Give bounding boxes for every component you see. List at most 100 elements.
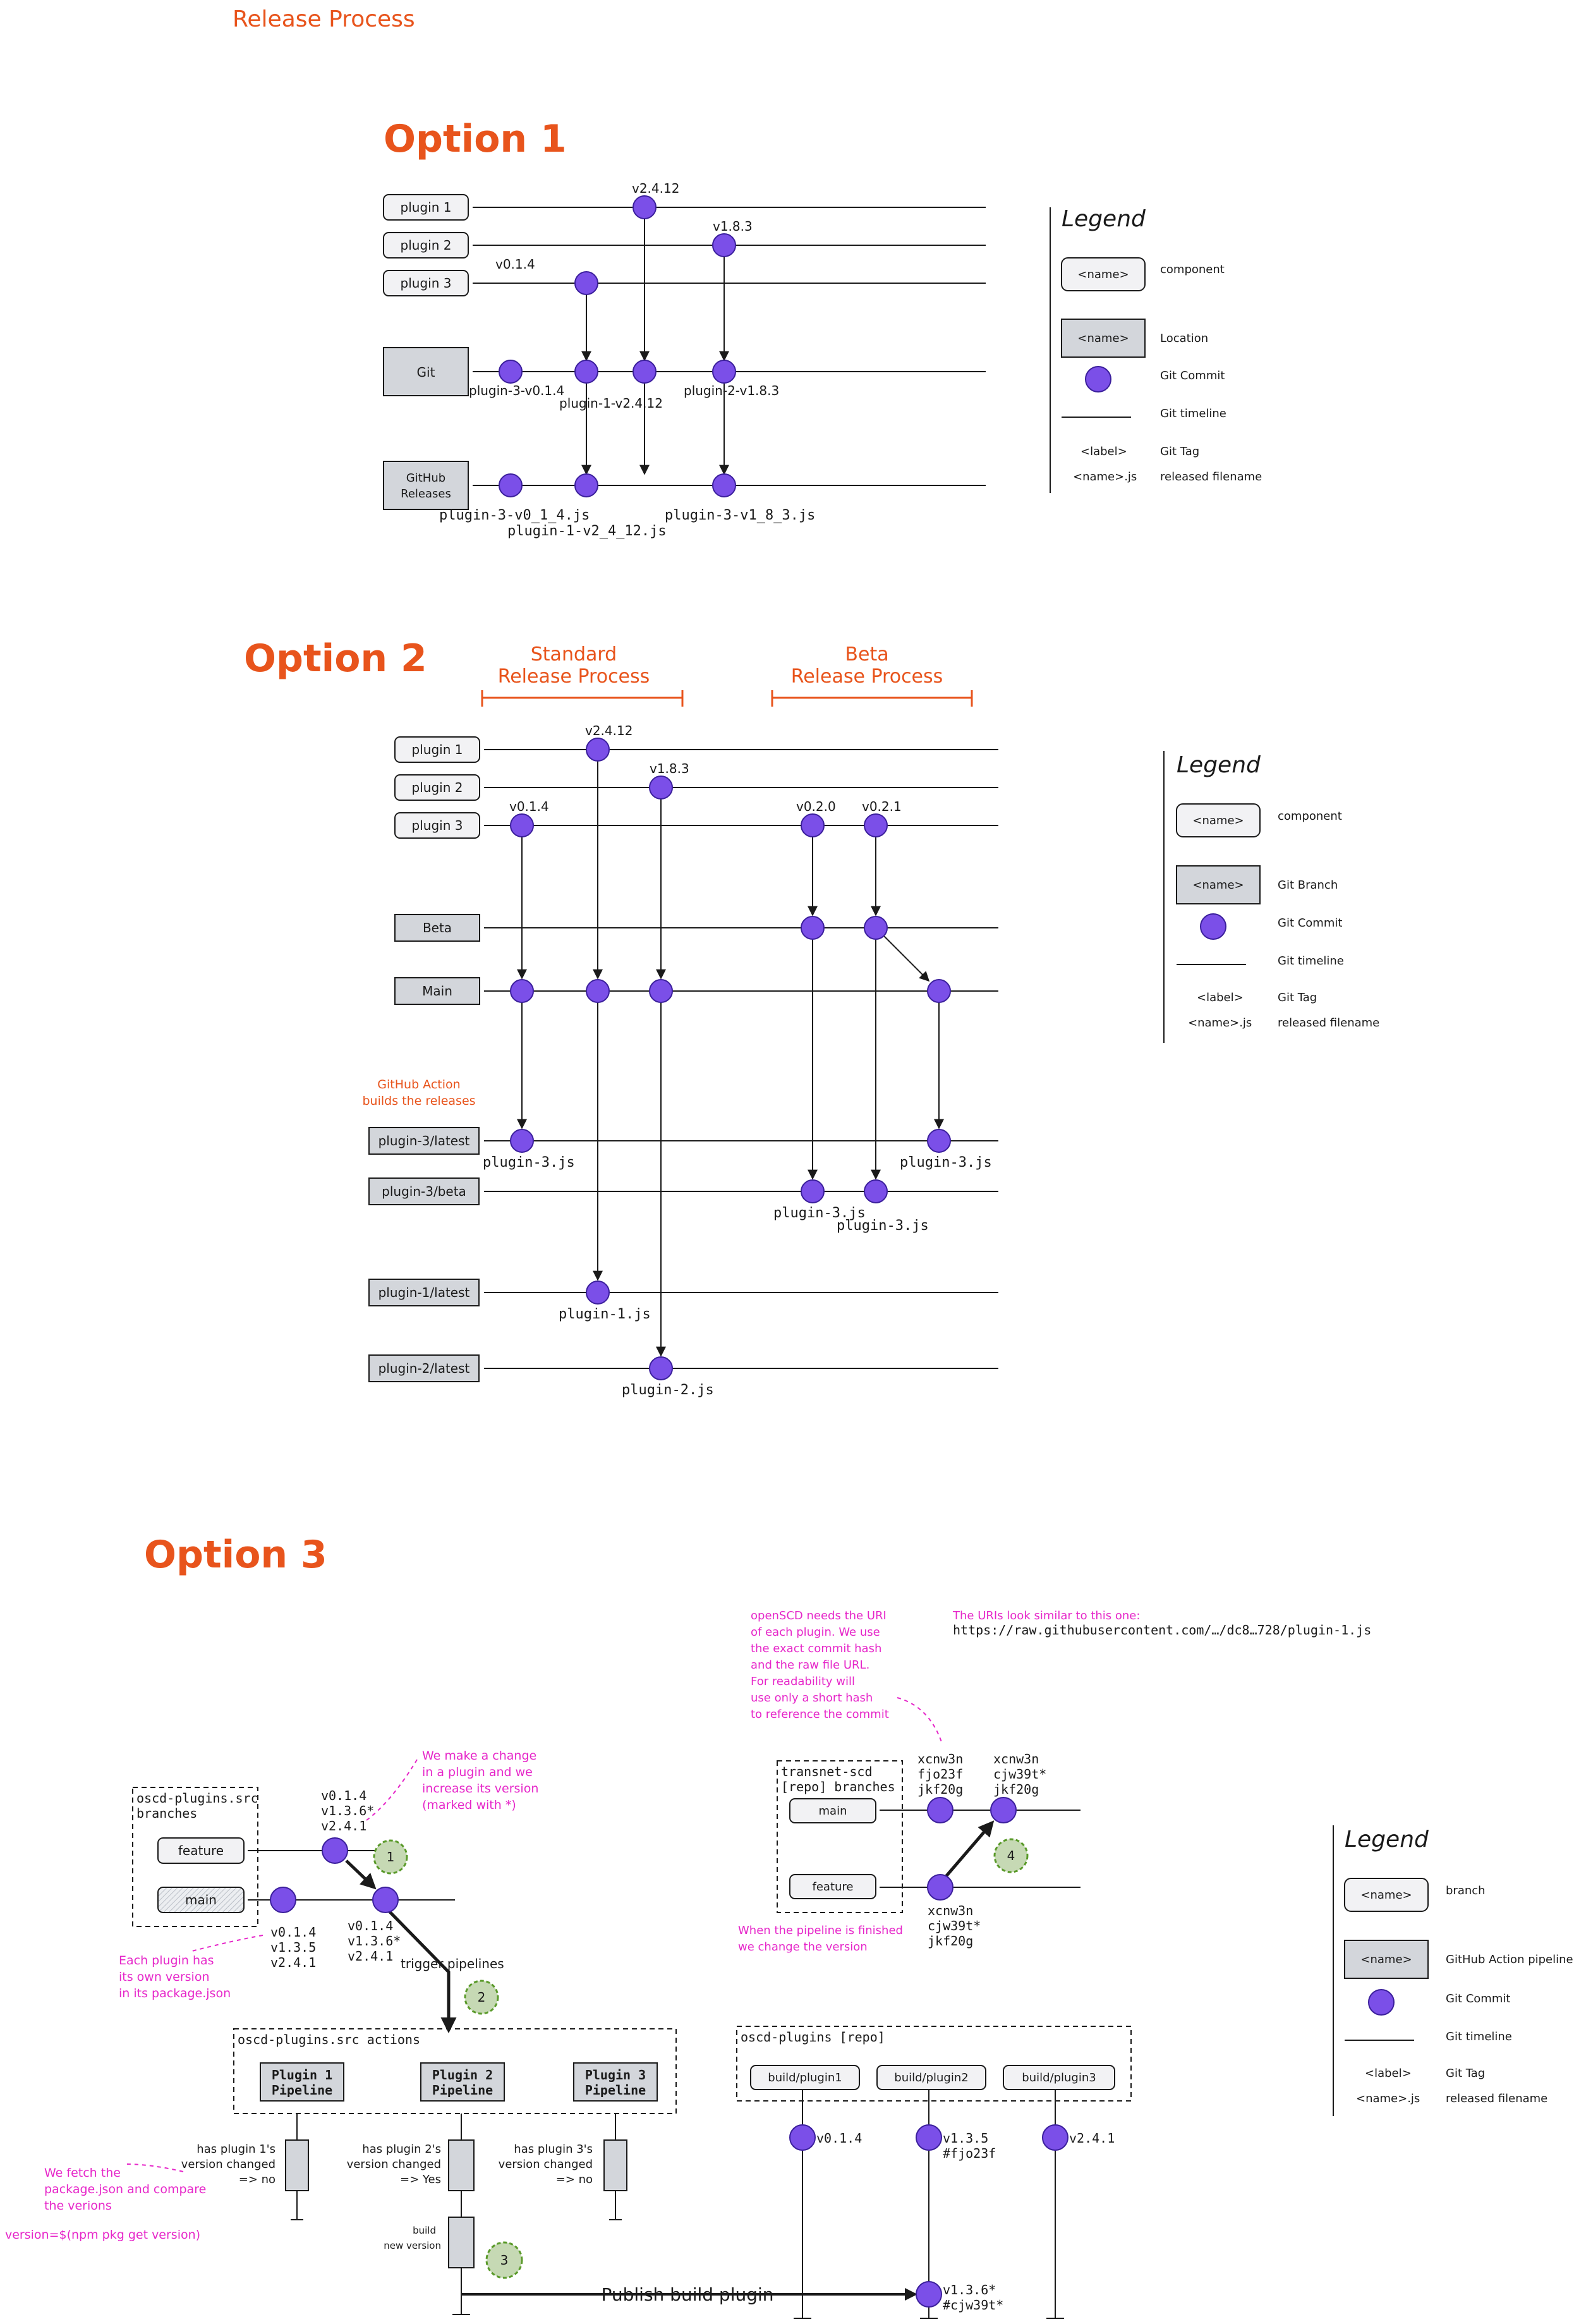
transnet-feature-label: feature: [813, 1880, 854, 1894]
o2-file-p3latest-b: plugin-3.js: [900, 1155, 992, 1171]
legend3-pipeline-placeholder: <name>: [1360, 1953, 1412, 1966]
legend1-file-label: released filename: [1160, 470, 1262, 484]
version-command: version=$(npm pkg get version): [5, 2228, 200, 2242]
transnet-hash-a-2: fjo23f: [917, 1767, 963, 1782]
src-feature-branch-box: [157, 1837, 245, 1864]
option1-title: Option 1: [384, 117, 567, 161]
src-group-title-1: oscd-plugins.src: [136, 1791, 258, 1806]
option2-title: Option 2: [244, 636, 427, 681]
o2-plugin3-label: plugin 3: [412, 818, 463, 833]
repo-tag-3: v2.4.1: [1069, 2131, 1115, 2146]
o2-beta-label: Beta: [423, 920, 452, 935]
legend1-tag-label: Git Tag: [1160, 445, 1199, 458]
o2-commit-beta-a: [801, 916, 825, 940]
legend1-location-box: [1061, 319, 1146, 358]
main-before-version-1: v0.1.4: [270, 1925, 316, 1940]
o2-commit-p3: [510, 813, 534, 837]
o2-p2latest-box: [368, 1354, 480, 1382]
note-change-1: We make a change: [422, 1749, 536, 1763]
note-uri-leader: [897, 1697, 942, 1743]
note-uri-5: For readability will: [751, 1675, 855, 1688]
legend3-branch-placeholder: <name>: [1360, 1889, 1412, 1902]
repo-tag-1: v0.1.4: [816, 2131, 862, 2146]
transnet-main-commit-b: [990, 1797, 1017, 1823]
legend2-branch-placeholder: <name>: [1192, 879, 1244, 892]
pipe3-check-3: => no: [556, 2173, 593, 2186]
o2-plugin2-box: [394, 774, 480, 801]
note-fetch-leader: [123, 2163, 184, 2172]
actions-group: [233, 2028, 677, 2114]
note-finished-2: we change the version: [738, 1940, 868, 1954]
plugin1-row-box: [383, 194, 469, 221]
o2-plugin3-box: [394, 812, 480, 839]
legend3-tag-label: Git Tag: [1446, 2067, 1485, 2080]
transnet-main-box: [789, 1798, 876, 1823]
tag-p1-version: v2.4.12: [632, 181, 679, 196]
plugin3-row-box: [383, 270, 469, 296]
transnet-feature-commit: [927, 1874, 953, 1901]
commit-git-p1: [633, 360, 657, 384]
releases-location-label-1: GitHub: [406, 471, 445, 485]
main-after-version-1: v0.1.4: [348, 1918, 393, 1933]
transnet-hash-b-1: xcnw3n: [993, 1751, 1039, 1767]
note-change-3: increase its version: [422, 1782, 538, 1796]
repo-branch-2-box: [876, 2065, 986, 2090]
o2-file-p3latest-a: plugin-3.js: [483, 1155, 575, 1171]
note-fetch-2: package.json and compare: [44, 2182, 206, 2196]
note-uri-3: the exact commit hash: [751, 1642, 881, 1655]
o2-file-p2: plugin-2.js: [622, 1382, 714, 1398]
standard-label-2: Release Process: [498, 666, 650, 688]
publish-label: Publish build plugin: [601, 2284, 773, 2305]
legend2-title: Legend: [1177, 752, 1261, 778]
commit-p2: [712, 233, 736, 257]
release-file-3: plugin-3-v1_8_3.js: [665, 508, 815, 523]
transnet-title-2: [repo] branches: [781, 1779, 895, 1794]
pipeline-1-label-2: Pipeline: [272, 2083, 332, 2098]
legend2-commit-label: Git Commit: [1278, 916, 1342, 930]
repo-branch-3-box: [1003, 2065, 1115, 2090]
pipe1-check-3: => no: [239, 2173, 275, 2186]
legend2-file-label: released filename: [1278, 1016, 1379, 1030]
pipeline-1-label-1: Plugin 1: [272, 2067, 332, 2083]
transnet-hash-a-1: xcnw3n: [917, 1751, 963, 1767]
o2-p3latest-label: plugin-3/latest: [378, 1133, 470, 1148]
o2-commit-p3beta-b: [864, 1179, 888, 1203]
git-tag-p1: plugin-1-v2.4.12: [559, 396, 663, 411]
legend1-commit-icon: [1085, 366, 1111, 392]
o2-p3latest-box: [368, 1127, 480, 1155]
legend1-commit-label: Git Commit: [1160, 369, 1225, 382]
o2-tag-beta2: v0.2.1: [862, 799, 902, 814]
step-4-label: 4: [1007, 1848, 1015, 1863]
repo-commit-3: [1042, 2124, 1068, 2151]
git-tag-p3: plugin-3-v0.1.4: [469, 383, 564, 398]
src-feature-commit: [322, 1837, 348, 1864]
option3-section: Option 3 oscd-plugins.src branches featu…: [5, 1533, 1573, 2319]
repo-commit-2: [916, 2124, 942, 2151]
pipeline-2-label-2: Pipeline: [432, 2083, 493, 2098]
main-after-version-3: v2.4.1: [348, 1949, 393, 1964]
note-uri-7: to reference the commit: [751, 1708, 889, 1721]
legend3-file-placeholder: <name>.js: [1356, 2092, 1420, 2105]
legend1-location-placeholder: <name>: [1077, 332, 1129, 345]
o2-commit-p1: [586, 738, 610, 762]
src-feature-branch-label: feature: [178, 1843, 224, 1858]
legend2-component-label: component: [1278, 810, 1342, 823]
o2-tag-p1: v2.4.12: [585, 723, 633, 738]
legend2-timeline-label: Git timeline: [1278, 954, 1344, 968]
plugin2-row-label: plugin 2: [401, 238, 452, 253]
page-title: Release Process: [233, 6, 415, 32]
legend3-branch-label: branch: [1446, 1884, 1486, 1897]
pipeline-1-check-bar: [285, 2139, 309, 2191]
trigger-label: trigger pipelines: [401, 1956, 504, 1971]
note-uri-6: use only a short hash: [751, 1691, 873, 1705]
pipeline-2-label-1: Plugin 2: [432, 2067, 493, 2083]
pipeline-3-label-2: Pipeline: [585, 2083, 646, 2098]
option2-section: Option 2 Standard Release Process Beta R…: [244, 636, 1379, 1398]
o2-commit-p3beta-a: [801, 1179, 825, 1203]
build-label-1: build: [413, 2225, 436, 2236]
o2-p3beta-label: plugin-3/beta: [382, 1184, 466, 1199]
transnet-hash-b-2: cjw39t*: [993, 1767, 1046, 1782]
o2-commit-p3latest-b: [927, 1129, 951, 1153]
src-main-commit-b: [372, 1887, 399, 1913]
pipeline-2-box: [420, 2062, 505, 2102]
